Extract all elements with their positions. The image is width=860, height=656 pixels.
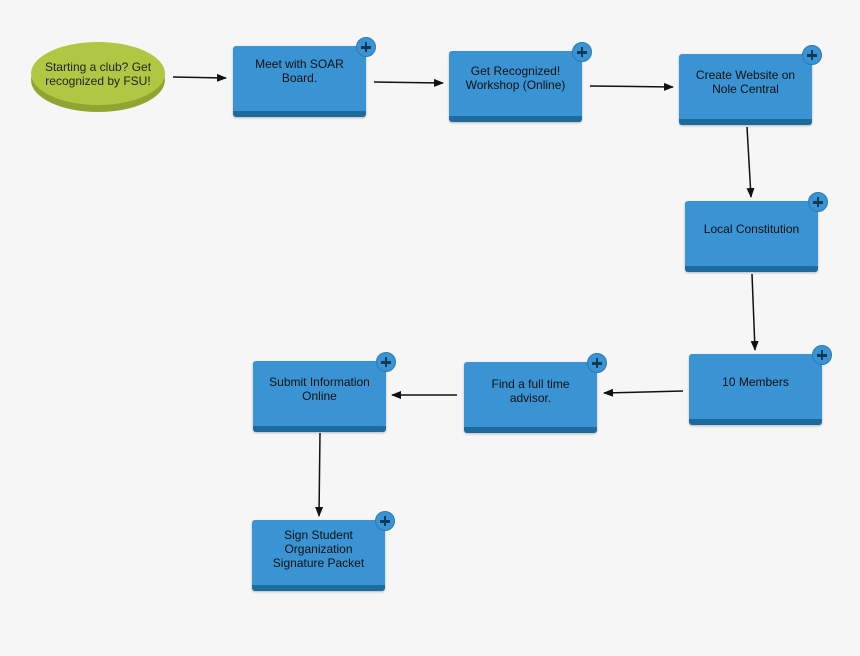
step-submit-info[interactable]: Submit Information Online xyxy=(253,352,396,432)
step-find-advisor-label: Find a full time advisor. xyxy=(491,377,570,405)
arrow-meet-soar-to-get-recognized xyxy=(373,78,444,87)
plus-icon[interactable] xyxy=(587,353,607,373)
step-sign-packet-label: Sign Student Organization Signature Pack… xyxy=(272,528,365,570)
start-node-face: Starting a club? Get recognized by FSU! xyxy=(31,42,165,105)
step-meet-soar[interactable]: Meet with SOAR Board. xyxy=(233,37,376,117)
step-local-constitution[interactable]: Local Constitution xyxy=(685,192,828,272)
step-create-website-label: Create Website on Nole Central xyxy=(695,67,796,96)
plus-icon[interactable] xyxy=(572,42,592,62)
step-create-website[interactable]: Create Website on Nole Central xyxy=(679,45,822,125)
step-members[interactable]: 10 Members xyxy=(689,345,832,425)
start-node[interactable]: Starting a club? Get recognized by FSU! xyxy=(31,42,165,112)
plus-icon[interactable] xyxy=(812,345,832,365)
start-node-label: Starting a club? Get recognized by FSU! xyxy=(44,59,152,88)
arrow-start-to-meet-soar xyxy=(172,73,227,82)
arrow-get-recognized-to-website xyxy=(589,82,674,91)
plus-icon[interactable] xyxy=(375,511,395,531)
plus-icon[interactable] xyxy=(808,192,828,212)
step-submit-info-label: Submit Information Online xyxy=(269,374,370,403)
arrow-website-to-constitution xyxy=(746,126,755,198)
arrow-submit-to-sign xyxy=(315,432,324,517)
plus-icon[interactable] xyxy=(376,352,396,372)
step-meet-soar-label: Meet with SOAR Board. xyxy=(255,56,344,85)
plus-icon[interactable] xyxy=(356,37,376,57)
step-members-label: 10 Members xyxy=(722,374,789,389)
step-local-constitution-label: Local Constitution xyxy=(703,221,800,236)
arrow-members-to-advisor xyxy=(603,388,684,397)
step-find-advisor[interactable]: Find a full time advisor. xyxy=(464,353,607,433)
arrow-constitution-to-members xyxy=(750,273,759,351)
step-get-recognized[interactable]: Get Recognized! Workshop (Online) xyxy=(449,42,592,122)
step-sign-packet[interactable]: Sign Student Organization Signature Pack… xyxy=(252,511,395,591)
step-get-recognized-label: Get Recognized! Workshop (Online) xyxy=(465,63,566,92)
plus-icon[interactable] xyxy=(802,45,822,65)
